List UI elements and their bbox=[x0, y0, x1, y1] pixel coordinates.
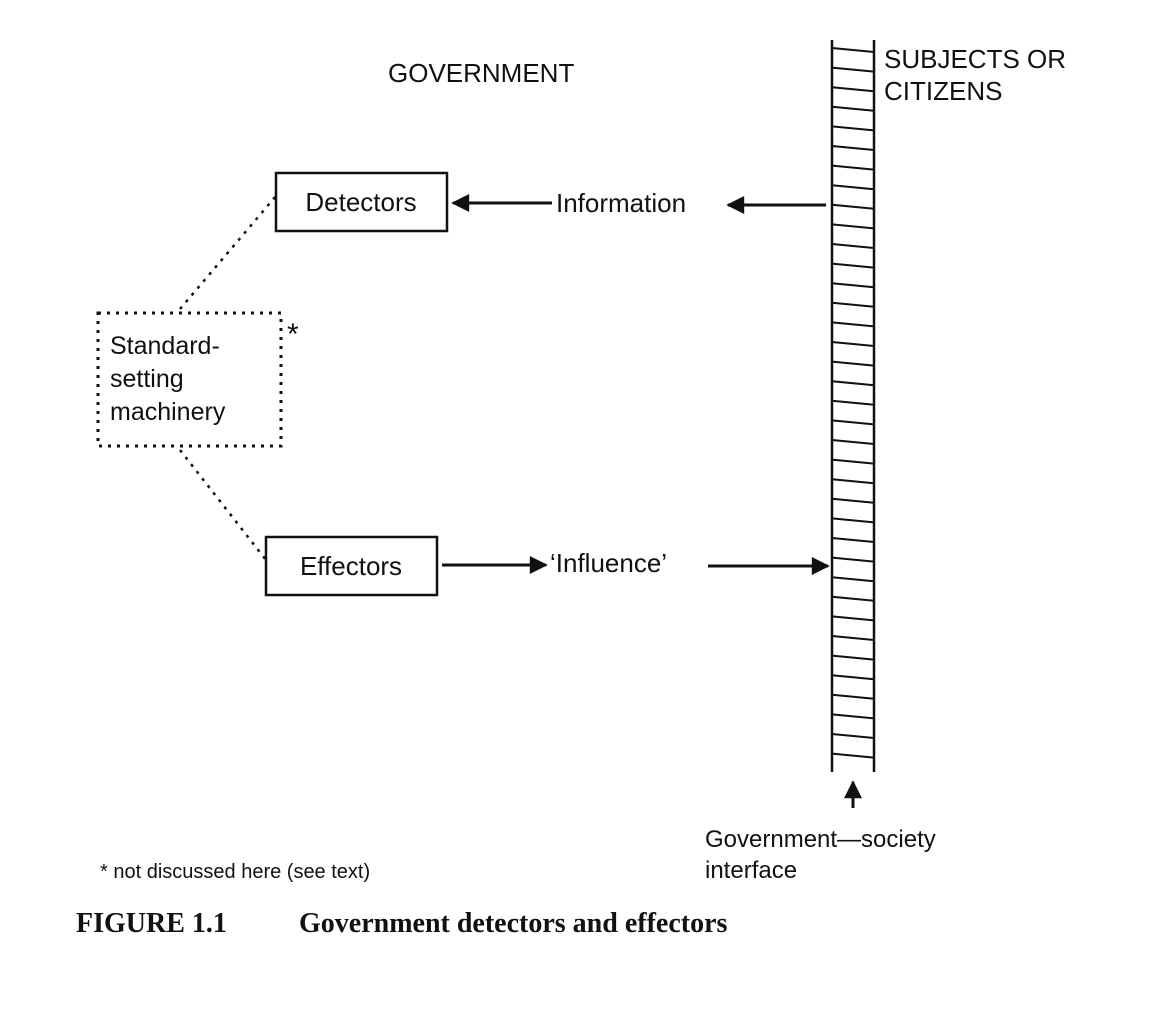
standard-setting-line3: machinery bbox=[110, 398, 226, 426]
ladder-rung bbox=[831, 341, 875, 347]
influence-label: ‘Influence’ bbox=[550, 548, 667, 578]
asterisk-marker: * bbox=[287, 318, 299, 351]
ladder-rung bbox=[831, 693, 875, 700]
ladder-rung bbox=[831, 497, 875, 504]
government-heading: GOVERNMENT bbox=[388, 58, 574, 88]
standard-setting-line1: Standard- bbox=[110, 332, 220, 360]
subjects-heading-line1: SUBJECTS OR bbox=[884, 44, 1066, 74]
ladder-rung bbox=[831, 184, 875, 191]
ladder-rung bbox=[831, 243, 875, 249]
ladder-rung bbox=[831, 439, 875, 445]
detectors-label: Detectors bbox=[305, 187, 416, 217]
ladder-rung bbox=[831, 478, 875, 485]
detectors-box bbox=[274, 171, 449, 233]
ladder-rung bbox=[831, 635, 875, 641]
ladder-rung bbox=[831, 360, 875, 367]
footnote: * not discussed here (see text) bbox=[100, 861, 370, 883]
ladder-rung bbox=[831, 713, 875, 720]
ladder-rung bbox=[831, 262, 875, 269]
ladder-rung bbox=[831, 674, 875, 681]
ladder-rung bbox=[831, 47, 875, 53]
figure-number: FIGURE 1.1 bbox=[76, 908, 227, 939]
ladder-rung bbox=[831, 380, 875, 387]
ladder-rung bbox=[831, 733, 875, 739]
ladder-rung bbox=[831, 399, 875, 406]
ladder-rung bbox=[831, 517, 875, 524]
government-society-interface-ladder bbox=[830, 40, 876, 772]
ladder-rung bbox=[831, 615, 875, 622]
ladder-rung bbox=[831, 301, 875, 308]
standard-setting-box bbox=[96, 311, 283, 448]
interface-label-line2: interface bbox=[705, 857, 797, 884]
ladder-rung bbox=[831, 145, 875, 151]
ladder-rung bbox=[831, 223, 875, 230]
ladder-rung bbox=[831, 537, 875, 543]
connector-standard-to-effectors bbox=[179, 449, 267, 561]
ladder-rung bbox=[831, 595, 875, 602]
ladder-rung bbox=[831, 458, 875, 465]
ladder-rung bbox=[831, 556, 875, 563]
connector-standard-to-detectors bbox=[179, 195, 277, 310]
ladder-rung bbox=[831, 86, 875, 93]
ladder-rung bbox=[831, 419, 875, 426]
effectors-box bbox=[264, 535, 439, 597]
ladder-rung bbox=[831, 321, 875, 328]
ladder-rung bbox=[831, 282, 875, 289]
ladder-rung bbox=[831, 105, 875, 112]
ladder-rung bbox=[831, 752, 875, 759]
standard-setting-line2: setting bbox=[110, 365, 184, 393]
information-label: Information bbox=[556, 188, 686, 218]
ladder-rung bbox=[831, 125, 875, 132]
figure-title: Government detectors and effectors bbox=[299, 908, 728, 939]
effectors-label: Effectors bbox=[300, 551, 402, 581]
interface-label-line1: Government—society bbox=[705, 826, 936, 853]
ladder-rung bbox=[831, 66, 875, 73]
ladder-rung bbox=[831, 164, 875, 171]
ladder-rung bbox=[831, 576, 875, 583]
ladder-rung bbox=[831, 203, 875, 210]
ladder-rung bbox=[831, 654, 875, 661]
subjects-heading-line2: CITIZENS bbox=[884, 76, 1002, 106]
